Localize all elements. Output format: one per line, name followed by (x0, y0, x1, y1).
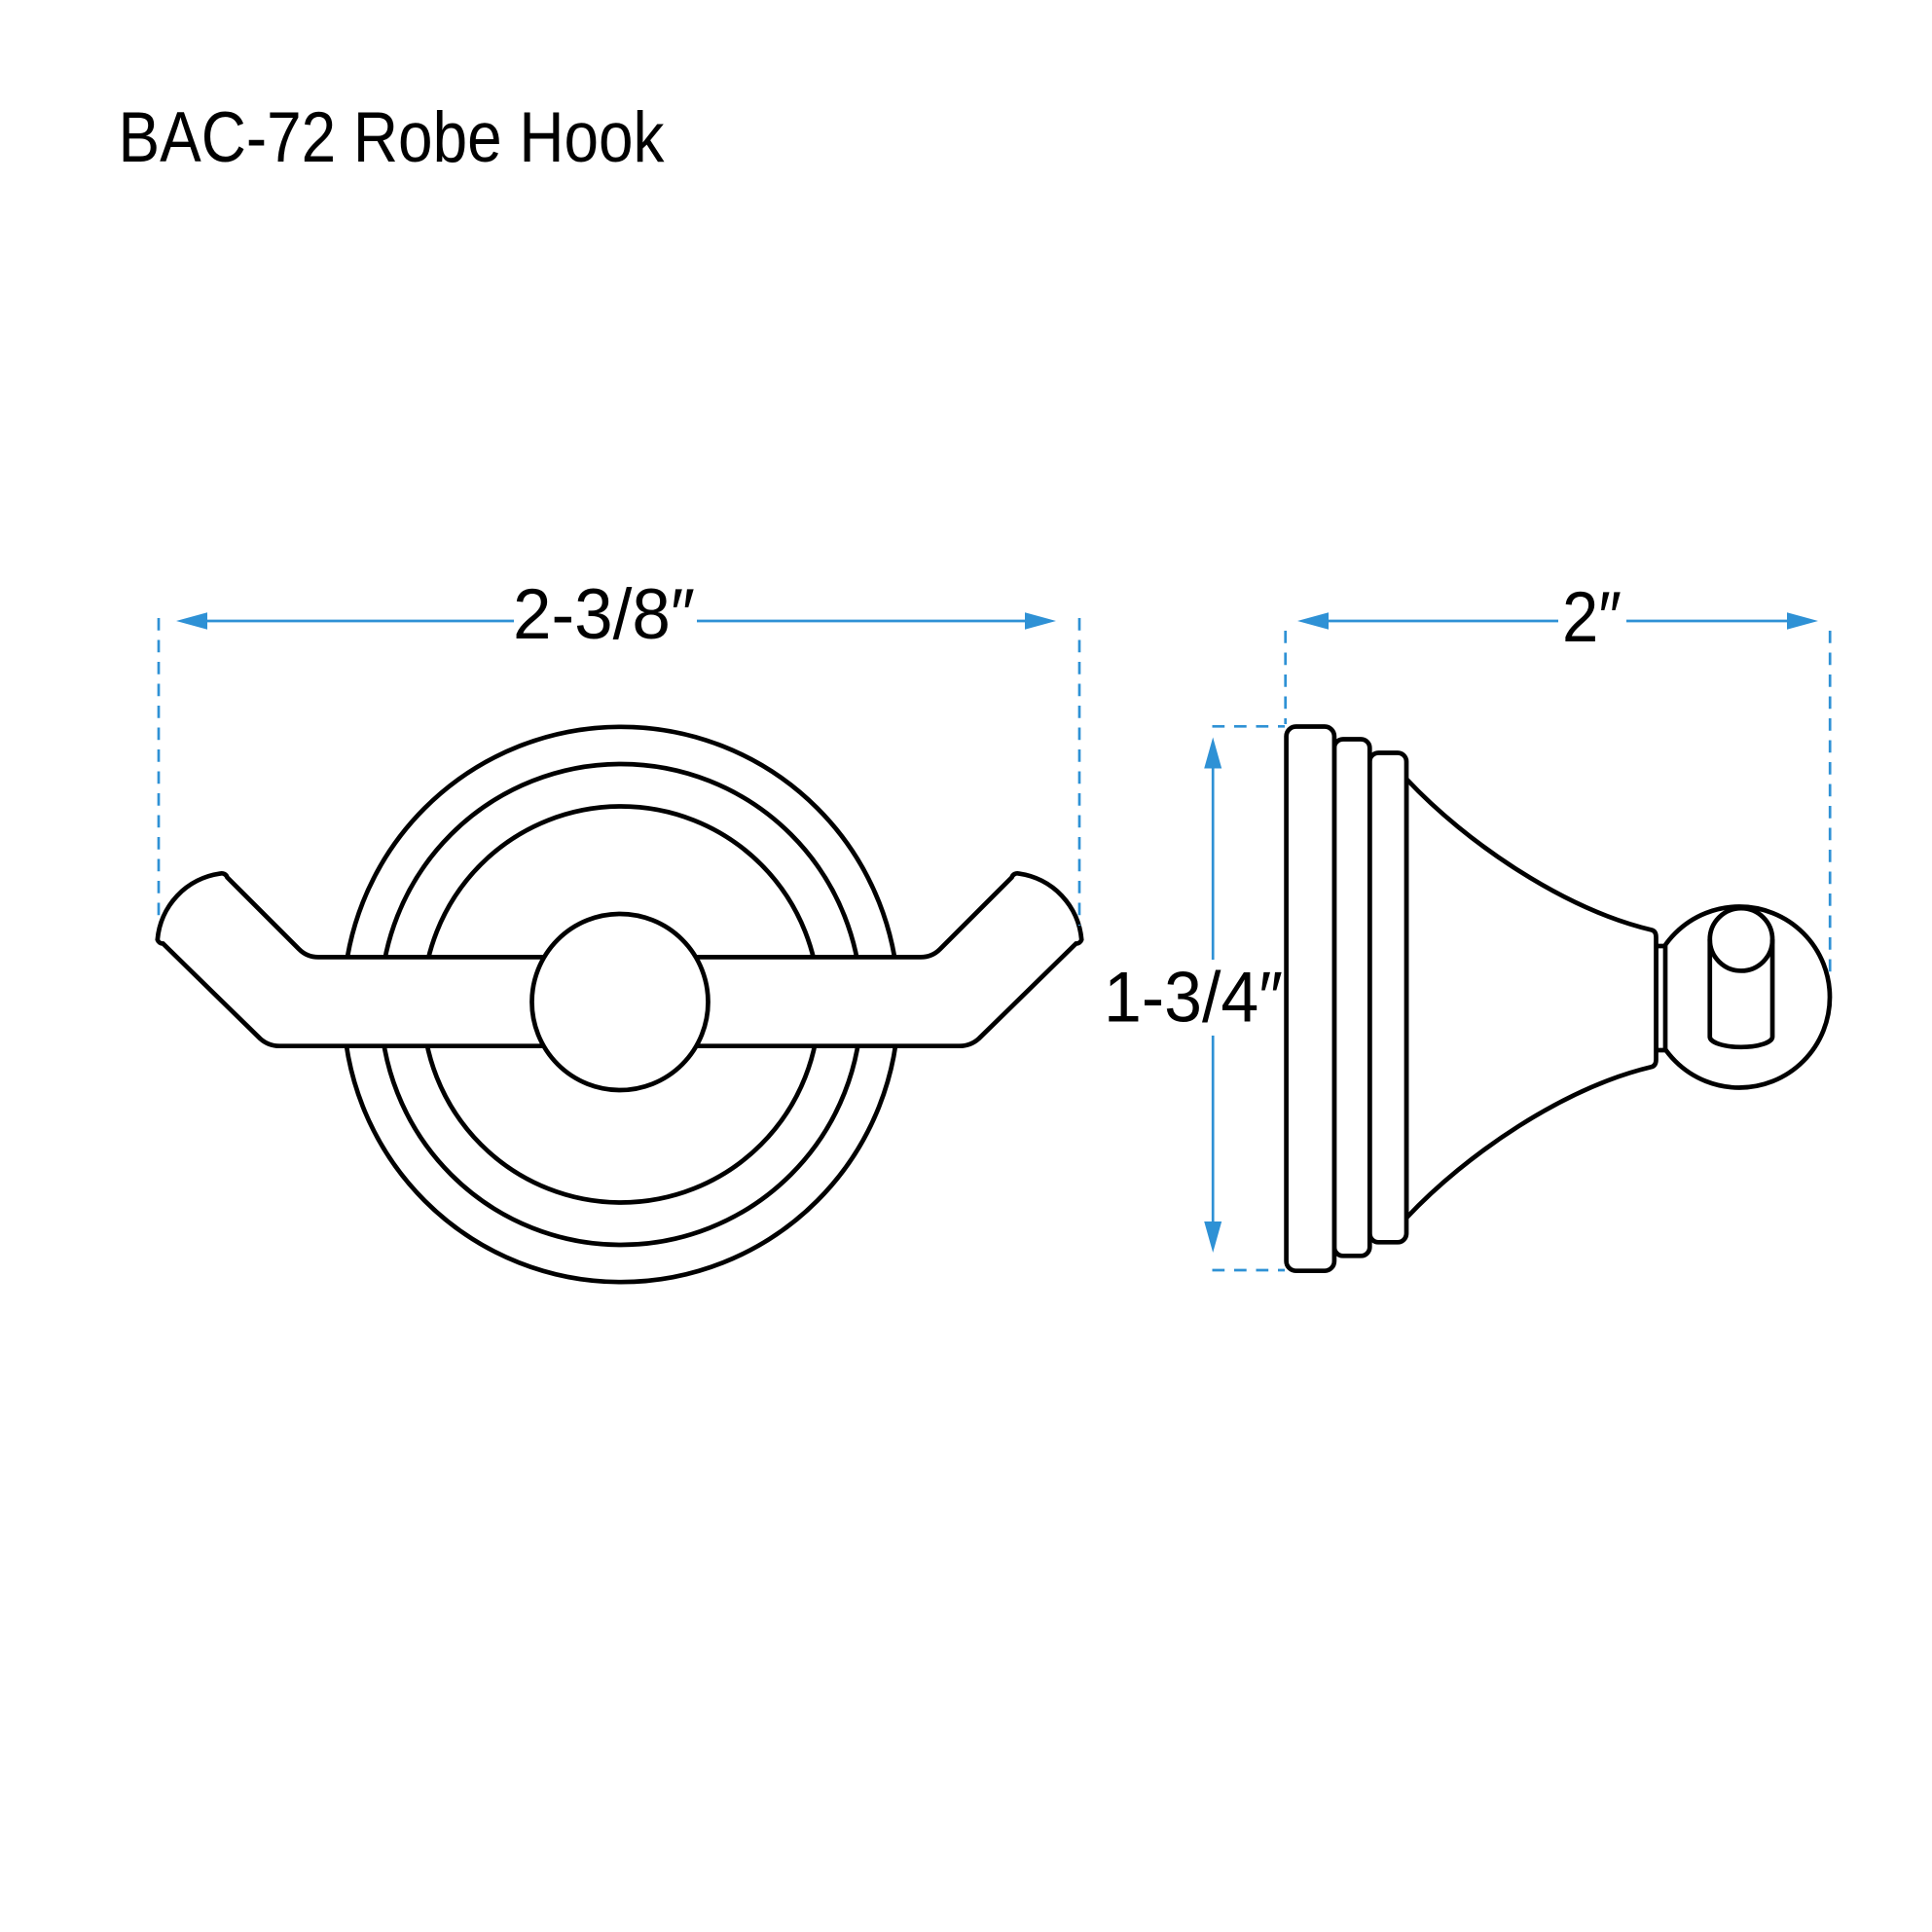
svg-text:2″: 2″ (1562, 578, 1622, 657)
svg-text:2-3/8″: 2-3/8″ (513, 575, 695, 654)
svg-text:BAC-72 Robe Hook: BAC-72 Robe Hook (119, 98, 665, 177)
svg-text:1-3/4″: 1-3/4″ (1104, 959, 1283, 1038)
